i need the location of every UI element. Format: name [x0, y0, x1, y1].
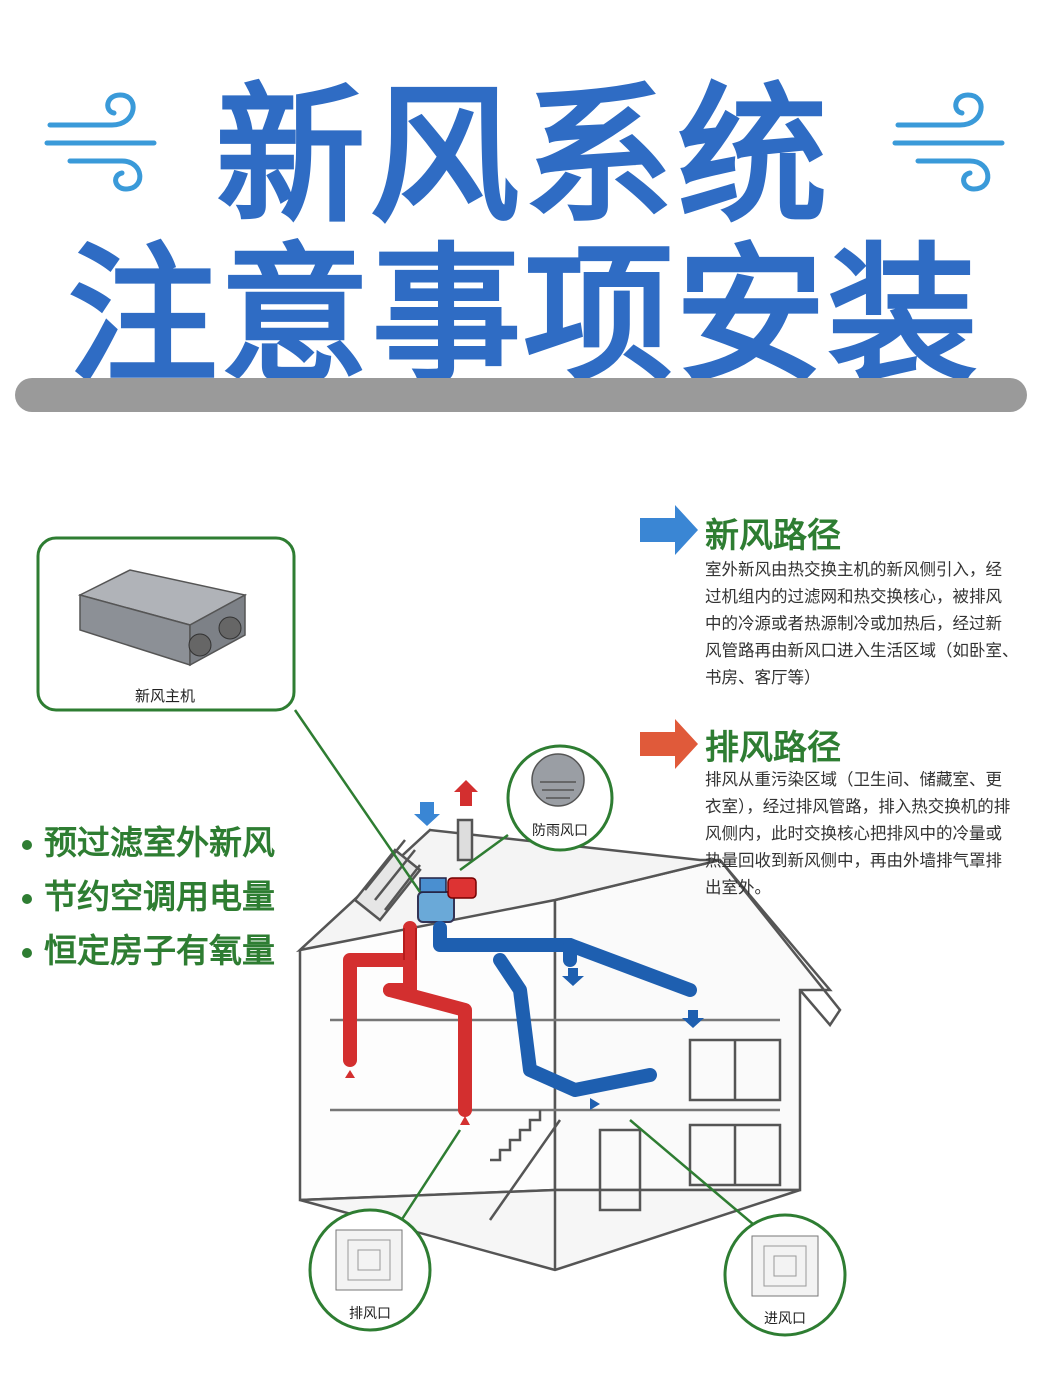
fresh-path-line: 书房、客厅等）: [705, 668, 821, 687]
house-outline: [295, 818, 842, 1272]
wind-icon-left: [44, 92, 157, 192]
benefit-item: 节约空调用电量: [22, 870, 275, 918]
exhaust-path-line: 热量回收到新风侧中，再由外墙排气罩排: [705, 851, 1002, 870]
unit-label: 新风主机: [134, 687, 195, 705]
wind-icon-right: [892, 92, 1005, 192]
bullet-dot-icon: [22, 893, 32, 904]
rain-vent-label: 防雨风口: [532, 823, 588, 839]
benefit-item: 恒定房子有氧量: [22, 924, 275, 972]
exhaust-vent-label: 排风口: [349, 1306, 391, 1322]
rain-vent-callout: [506, 744, 614, 852]
bullet-dot-icon: [22, 947, 32, 958]
arrow-out-icon: [454, 780, 478, 806]
exhaust-path-line: 风侧内，此时交换核心把排风中的冷量或: [705, 824, 1002, 843]
intake-vent-callout: [723, 1213, 847, 1337]
fresh-path-line: 中的冷源或者热源制冷或加热后，经过新: [705, 614, 1002, 633]
benefit-text: 预过滤室外新风: [44, 823, 275, 862]
title-line-2: 注意事项安装: [67, 230, 980, 404]
unit-illustration: [77, 569, 248, 667]
house-ventilation-diagram: [36, 505, 847, 1337]
title-line-1: 新风系统: [215, 70, 832, 244]
benefit-item: 预过滤室外新风: [22, 816, 275, 864]
fresh-path-body: 室外新风由热交换主机的新风侧引入，经 过机组内的过滤网和热交换核心，被排风 中的…: [705, 556, 1019, 691]
benefit-text: 节约空调用电量: [44, 877, 275, 916]
exhaust-vent-callout: [308, 1208, 432, 1332]
fresh-arrow-icon: [640, 505, 698, 555]
exhaust-arrow-icon: [640, 719, 698, 769]
fresh-path-heading: 新风路径: [705, 516, 841, 556]
bullet-dot-icon: [22, 839, 32, 850]
flow-arrows: [345, 780, 704, 1125]
exhaust-path-heading: 排风路径: [705, 728, 841, 768]
fresh-path-line: 风管路再由新风口进入生活区域（如卧室、: [705, 641, 1019, 660]
exhaust-path-line: 衣室），经过排风管路，排入热交换机的排: [705, 797, 1011, 816]
exhaust-duct: [343, 921, 472, 1117]
benefit-text: 恒定房子有氧量: [44, 931, 275, 970]
callout-lines: [293, 709, 761, 1231]
title-underline-bar: [15, 378, 1027, 412]
exhaust-path-line: 排风从重污染区域（卫生间、储藏室、更: [705, 770, 1002, 789]
heat-exchanger-unit: [417, 877, 477, 923]
unit-callout-box: [36, 536, 296, 712]
exhaust-path-line: 出室外。: [705, 878, 771, 897]
intake-vent-label: 进风口: [764, 1311, 806, 1327]
fresh-path-line: 过机组内的过滤网和热交换核心，被排风: [705, 587, 1002, 606]
arrow-in-icon: [414, 802, 440, 826]
fresh-path-line: 室外新风由热交换主机的新风侧引入，经: [705, 560, 1002, 579]
fresh-air-duct: [433, 921, 697, 1097]
exhaust-path-body: 排风从重污染区域（卫生间、储藏室、更 衣室），经过排风管路，排入热交换机的排 风…: [705, 766, 1010, 901]
